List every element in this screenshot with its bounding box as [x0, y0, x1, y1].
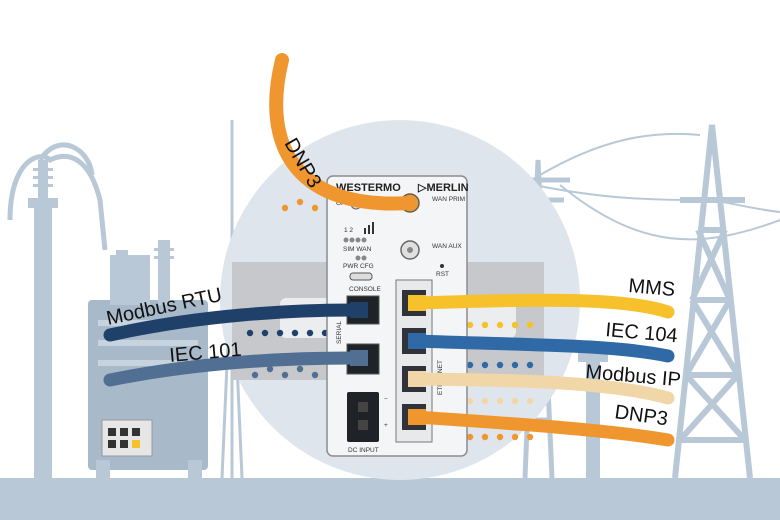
signal-dot	[281, 204, 289, 212]
power-lines	[509, 132, 780, 241]
rst-label: RST	[436, 271, 449, 278]
signal-dot	[526, 361, 534, 369]
signal-dot	[511, 361, 519, 369]
cable-modbus-ip	[409, 372, 675, 405]
signal-dot	[276, 329, 284, 337]
plugs	[350, 295, 426, 425]
label-dnp3-bottom: DNP3	[613, 401, 669, 430]
pwr-cfg-label: PWR CFG	[343, 263, 374, 270]
signal-dot	[496, 321, 504, 329]
signal-dot	[526, 321, 534, 329]
signal-dot	[526, 397, 534, 405]
signal-dot	[496, 433, 504, 441]
sim-numbers: 1 2	[344, 227, 353, 234]
signal-dot	[246, 329, 254, 337]
signal-dot	[526, 433, 534, 441]
signal-dot	[481, 321, 489, 329]
signal-dot	[296, 365, 304, 373]
lattice-tower-right	[672, 124, 753, 479]
wire-loop-left	[7, 153, 108, 251]
signal-dot	[511, 433, 519, 441]
cable-modbus-rtu	[103, 303, 359, 342]
label-mms: MMS	[628, 275, 676, 301]
signal-dot	[466, 397, 474, 405]
signal-dot	[251, 371, 259, 379]
signal-dot	[261, 329, 269, 337]
signal-dot	[496, 397, 504, 405]
cable-mms	[409, 293, 675, 319]
signal-dot	[291, 329, 299, 337]
signal-dot	[466, 361, 474, 369]
signal-dot	[306, 329, 314, 337]
wan-aux-label: WAN AUX	[432, 243, 462, 250]
signal-dot	[466, 321, 474, 329]
substation-background	[0, 120, 780, 520]
cable-dnp3-bottom	[409, 410, 675, 447]
wan-prim-label: WAN PRIM	[432, 196, 465, 203]
signal-dot	[266, 365, 274, 373]
serial-label: SERIAL	[336, 320, 343, 344]
dc-input-label: DC INPUT	[348, 447, 379, 454]
signal-bars-icon	[364, 228, 366, 234]
signal-dot	[481, 433, 489, 441]
signal-dot	[481, 397, 489, 405]
sim-wan-label: SIM WAN	[343, 246, 372, 253]
signal-dot	[496, 361, 504, 369]
cables	[103, 53, 675, 447]
signal-dot	[296, 198, 304, 206]
cable-iec-104	[409, 334, 675, 363]
usb-port[interactable]	[349, 272, 373, 281]
signal-dot	[511, 321, 519, 329]
signal-dot	[281, 371, 289, 379]
signal-dot	[311, 371, 319, 379]
device-brand: WESTERMO	[336, 182, 401, 194]
signal-dot	[311, 204, 319, 212]
dc-minus-label: −	[384, 396, 388, 403]
signal-dot	[481, 361, 489, 369]
signal-dot	[511, 397, 519, 405]
device-model: ▷MERLIN	[417, 182, 469, 194]
reset-button[interactable]	[440, 264, 444, 268]
cable-iec-101	[103, 351, 359, 387]
insulator-post-left	[28, 160, 58, 478]
status-leds	[343, 237, 367, 261]
dc-plus-label: +	[384, 422, 388, 429]
ground	[0, 478, 780, 520]
cable-dnp3-top	[269, 53, 417, 211]
dc-input-connector[interactable]	[347, 392, 379, 442]
signal-dot	[466, 433, 474, 441]
console-label: CONSOLE	[349, 286, 381, 293]
